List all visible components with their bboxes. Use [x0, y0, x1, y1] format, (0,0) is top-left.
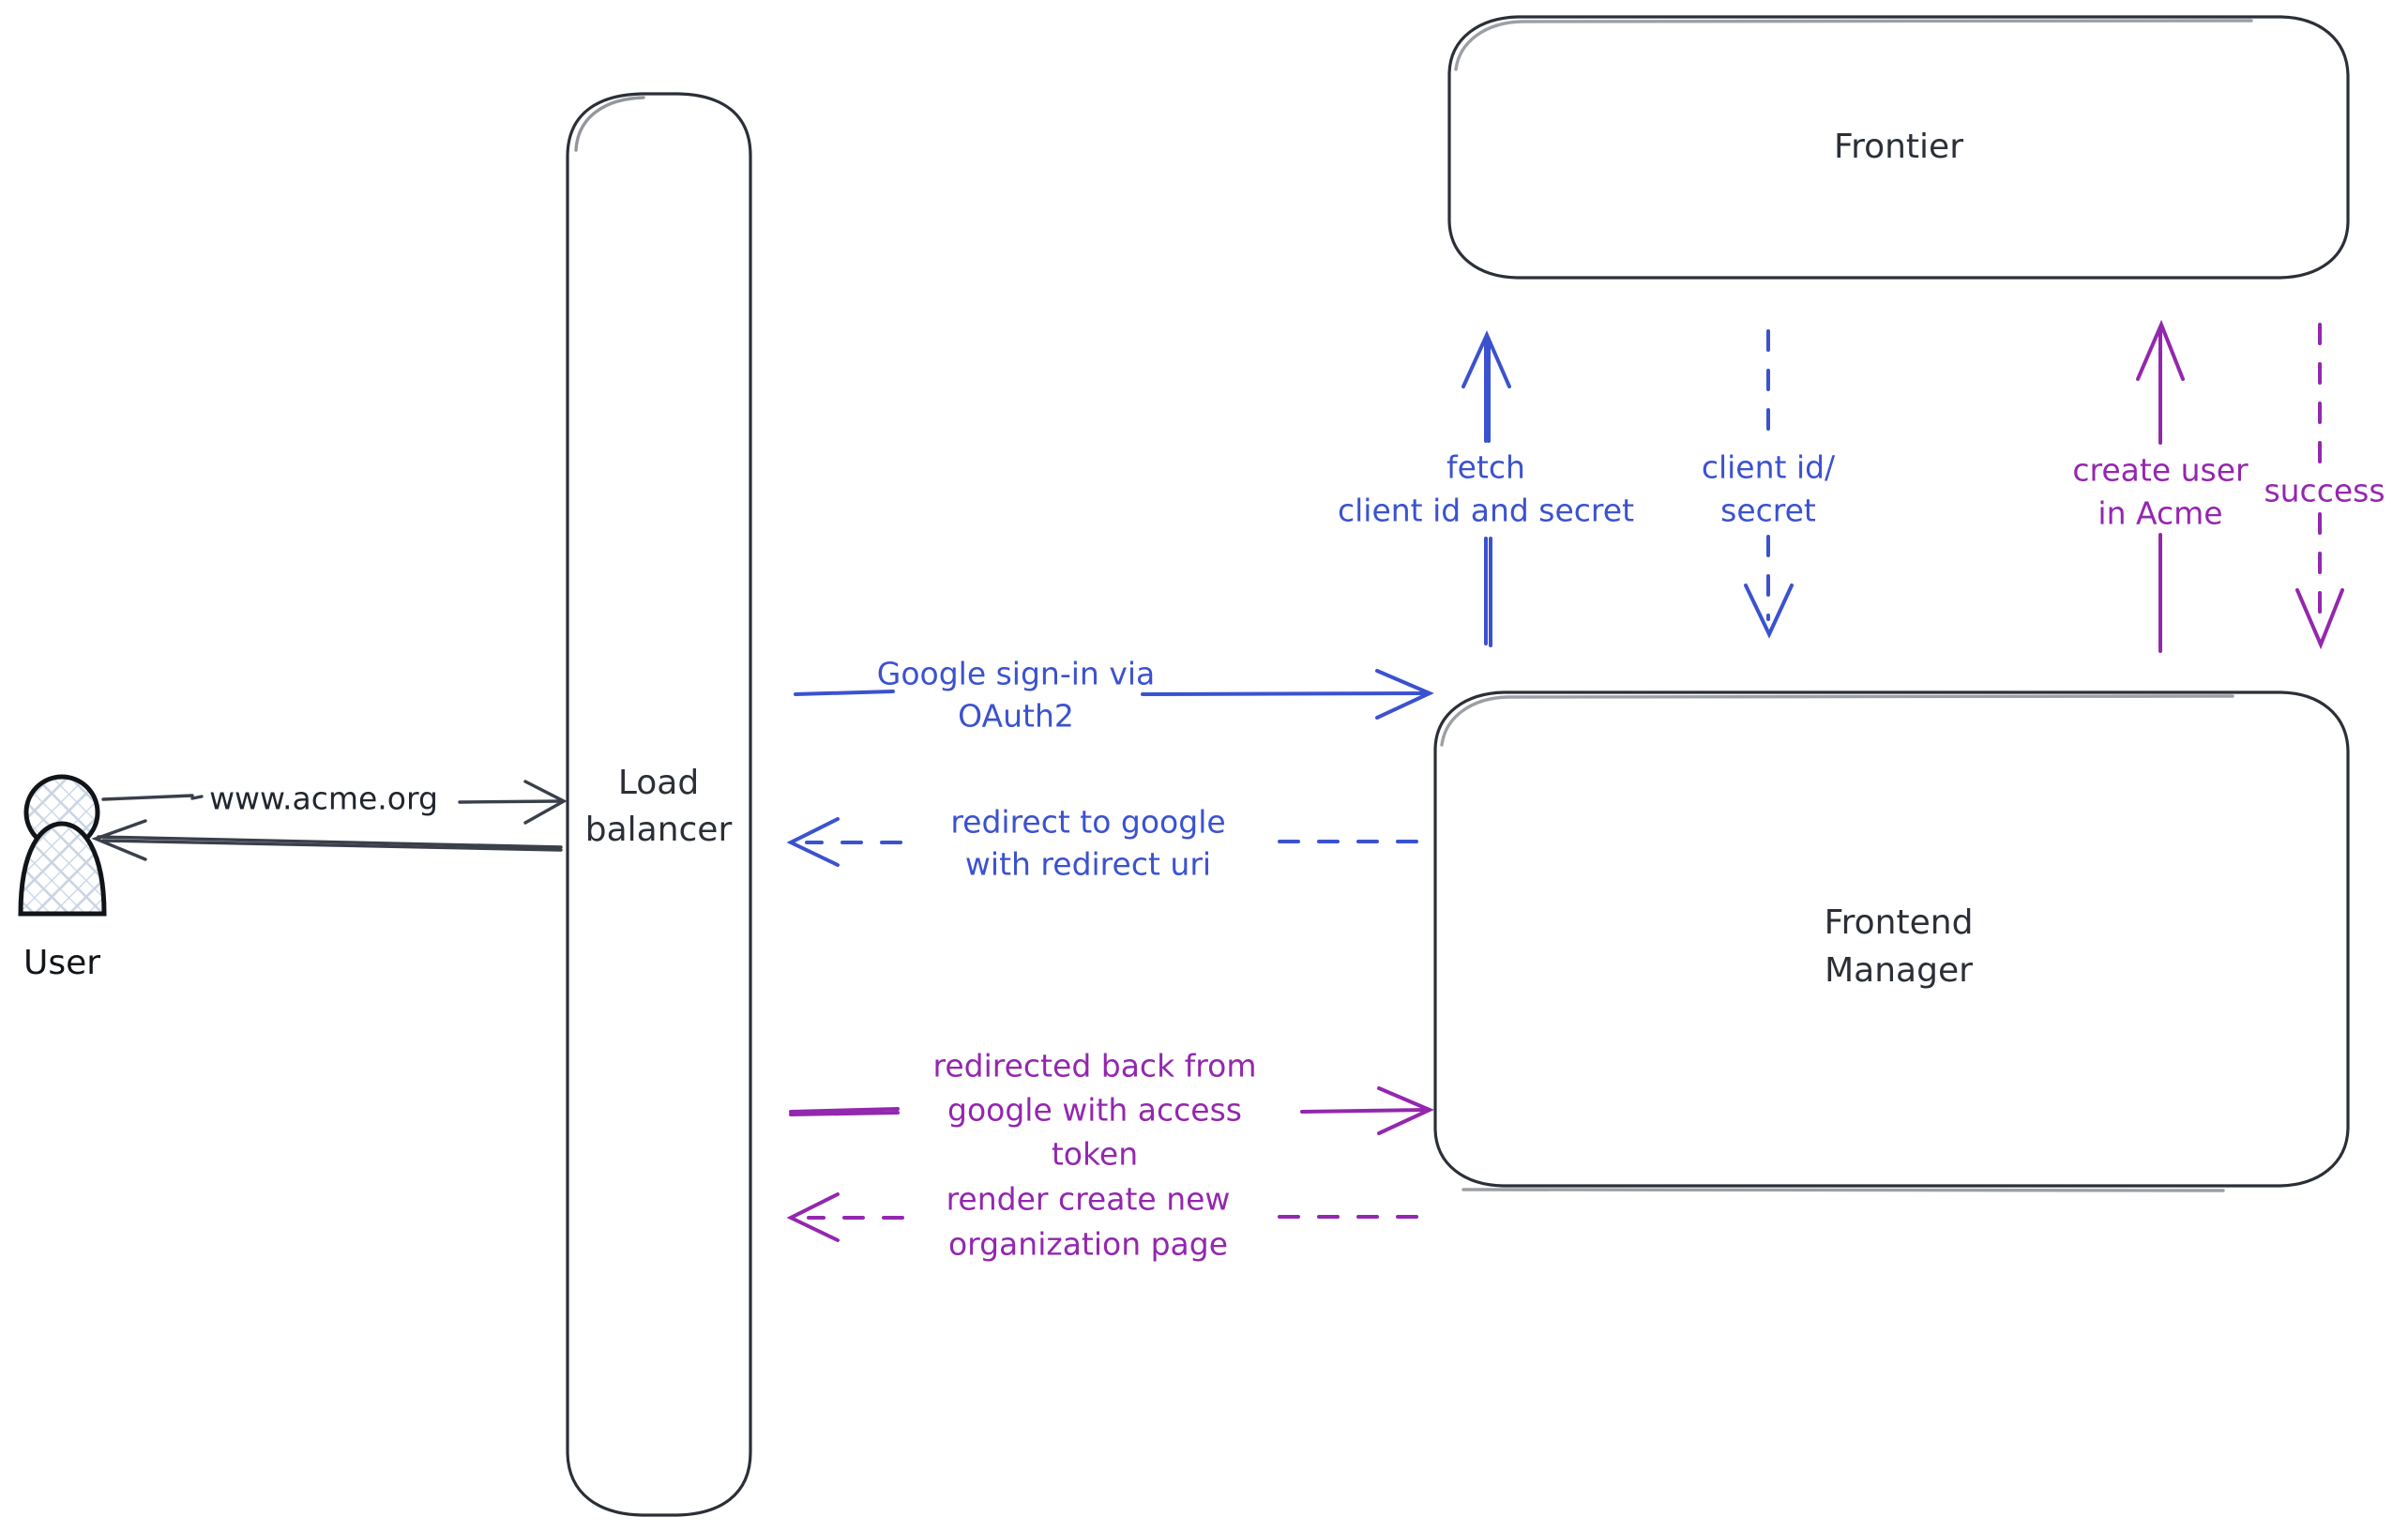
edge-label-success: success [2264, 473, 2385, 509]
edge-label-google-signin-line2: OAuth2 [958, 698, 1074, 735]
edge-label-redirected-back-line1: redirected back from [933, 1048, 1257, 1085]
edge-label-redirect-google-line1: redirect to google [950, 804, 1225, 841]
node-frontend-manager[interactable] [1433, 690, 2350, 1192]
edge-label-create-user-line2: in Acme [2098, 495, 2222, 532]
frontend-manager-label-line1: Frontend [1825, 903, 1974, 942]
edge-create-user-in-acme[interactable] [2136, 319, 2185, 653]
edge-label-client-id-line1: client id/ [1702, 449, 1836, 486]
user-person-icon[interactable] [18, 774, 107, 917]
edge-label-acme-url: www.acme.org [209, 781, 438, 817]
edge-label-redirect-google-line2: with redirect uri [965, 846, 1211, 883]
load-balancer-label-line2: balancer [585, 811, 733, 849]
edge-label-create-user-line1: create user [2072, 452, 2249, 489]
edge-label-fetch-line1: fetch [1446, 449, 1525, 486]
edge-label-render-org-line1: render create new [947, 1181, 1231, 1218]
edge-label-redirected-back-line2: google with access [947, 1092, 1242, 1129]
edge-google-signin[interactable] [794, 669, 1434, 720]
user-label: User [23, 944, 100, 982]
frontend-manager-label-line2: Manager [1825, 951, 1973, 990]
load-balancer-label-line1: Load [618, 764, 699, 802]
edge-load-balancer-to-user[interactable] [91, 819, 563, 861]
edge-success-response[interactable] [2295, 323, 2344, 650]
edge-fetch-client-id-secret[interactable] [1461, 330, 1511, 647]
edge-user-to-load-balancer[interactable] [101, 780, 568, 825]
edge-client-id-secret-response[interactable] [1744, 329, 1794, 639]
edge-label-google-signin-line1: Google sign-in via [877, 656, 1155, 692]
node-load-balancer[interactable] [566, 92, 752, 1517]
edge-render-create-org[interactable] [786, 1192, 1418, 1242]
edge-label-redirected-back-line3: token [1052, 1136, 1138, 1173]
node-frontier[interactable] [1447, 15, 2350, 280]
edge-label-render-org-line2: organization page [948, 1226, 1228, 1263]
edge-label-fetch-line2: client id and secret [1338, 493, 1634, 529]
edge-label-client-id-line2: secret [1720, 493, 1816, 529]
frontier-label: Frontier [1834, 128, 1963, 166]
edge-redirected-back[interactable] [789, 1086, 1434, 1135]
edge-redirect-to-google[interactable] [786, 817, 1418, 867]
